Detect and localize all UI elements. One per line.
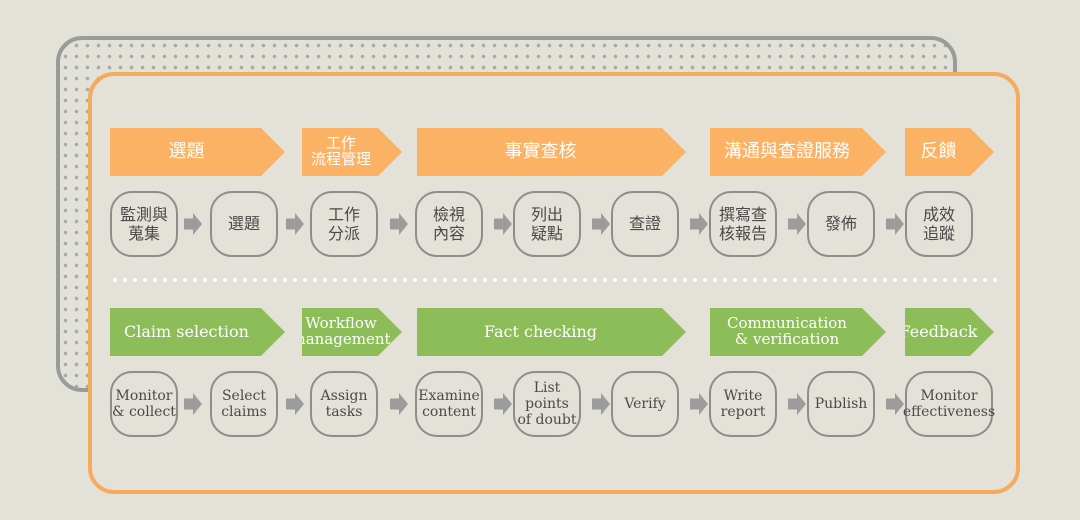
zh-phase-banner: 工作 流程管理 bbox=[302, 128, 402, 176]
en-step-node: Publish bbox=[807, 371, 875, 437]
flow-arrow-icon bbox=[494, 393, 512, 415]
en-step-node: Select claims bbox=[210, 371, 278, 437]
en-phase-banner: Fact checking bbox=[417, 308, 686, 356]
step-label: 成效 追蹤 bbox=[922, 204, 955, 243]
zh-step-node: 選題 bbox=[210, 191, 278, 257]
step-label: Select claims bbox=[221, 387, 267, 420]
step-label: Monitor & collect bbox=[112, 387, 176, 420]
flow-arrow-icon bbox=[592, 393, 610, 415]
step-label: List points of doubt bbox=[517, 379, 577, 429]
phase-label: 選題 bbox=[168, 140, 205, 162]
step-label: 選題 bbox=[227, 214, 260, 234]
flow-arrow-icon bbox=[592, 213, 610, 235]
en-step-node: Verify bbox=[611, 371, 679, 437]
en-step-node: Assign tasks bbox=[310, 371, 378, 437]
phase-label: 溝通與查證服務 bbox=[724, 140, 850, 162]
phase-label: 工作 流程管理 bbox=[310, 134, 371, 168]
en-phase-banner: Workflow management bbox=[302, 308, 402, 356]
step-label: Assign tasks bbox=[320, 387, 368, 420]
zh-step-node: 查證 bbox=[611, 191, 679, 257]
zh-step-node: 檢視 內容 bbox=[415, 191, 483, 257]
phase-label: Workflow management bbox=[291, 314, 391, 348]
zh-phase-banner: 事實查核 bbox=[417, 128, 686, 176]
en-step-node: Monitor & collect bbox=[110, 371, 178, 437]
dotted-divider bbox=[110, 278, 998, 282]
en-step-node: List points of doubt bbox=[513, 371, 581, 437]
step-label: 查證 bbox=[628, 214, 661, 234]
phase-label: Communication & verification bbox=[727, 314, 847, 348]
zh-step-node: 工作 分派 bbox=[310, 191, 378, 257]
flow-arrow-icon bbox=[788, 393, 806, 415]
phase-label: Fact checking bbox=[483, 321, 598, 341]
zh-step-node: 列出 疑點 bbox=[513, 191, 581, 257]
en-step-node: Write report bbox=[709, 371, 777, 437]
flow-arrow-icon bbox=[390, 213, 408, 235]
flow-arrow-icon bbox=[886, 393, 904, 415]
step-label: Examine content bbox=[418, 387, 480, 420]
en-phase-banner: Communication & verification bbox=[710, 308, 886, 356]
flow-arrow-icon bbox=[286, 213, 304, 235]
zh-step-node: 監測與 蒐集 bbox=[110, 191, 178, 257]
flow-arrow-icon bbox=[690, 393, 708, 415]
step-label: Monitor effectiveness bbox=[902, 387, 996, 420]
flow-arrow-icon bbox=[886, 213, 904, 235]
step-label: Publish bbox=[814, 395, 868, 412]
flow-arrow-icon bbox=[286, 393, 304, 415]
phase-label: 反饋 bbox=[920, 140, 957, 162]
step-label: 列出 疑點 bbox=[530, 204, 563, 243]
flow-arrow-icon bbox=[390, 393, 408, 415]
flow-arrow-icon bbox=[788, 213, 806, 235]
step-label: 監測與 蒐集 bbox=[119, 204, 168, 243]
phase-label: Claim selection bbox=[124, 321, 249, 341]
en-phase-banner: Claim selection bbox=[110, 308, 285, 356]
phase-label: 事實查核 bbox=[504, 140, 577, 162]
flow-arrow-icon bbox=[184, 213, 202, 235]
step-label: 檢視 內容 bbox=[432, 204, 465, 243]
step-label: 撰寫查 核報告 bbox=[718, 204, 767, 243]
step-label: 發佈 bbox=[824, 214, 857, 234]
zh-phase-banner: 溝通與查證服務 bbox=[710, 128, 886, 176]
zh-step-node: 發佈 bbox=[807, 191, 875, 257]
phase-label: Feedback bbox=[899, 321, 978, 341]
flow-arrow-icon bbox=[184, 393, 202, 415]
zh-phase-banner: 選題 bbox=[110, 128, 285, 176]
zh-step-node: 撰寫查 核報告 bbox=[709, 191, 777, 257]
zh-step-node: 成效 追蹤 bbox=[905, 191, 973, 257]
en-step-node: Monitor effectiveness bbox=[902, 371, 996, 437]
step-label: 工作 分派 bbox=[327, 204, 360, 243]
step-label: Verify bbox=[624, 395, 666, 412]
flow-arrow-icon bbox=[494, 213, 512, 235]
en-step-node: Examine content bbox=[415, 371, 483, 437]
flow-arrow-icon bbox=[690, 213, 708, 235]
step-label: Write report bbox=[720, 387, 766, 420]
